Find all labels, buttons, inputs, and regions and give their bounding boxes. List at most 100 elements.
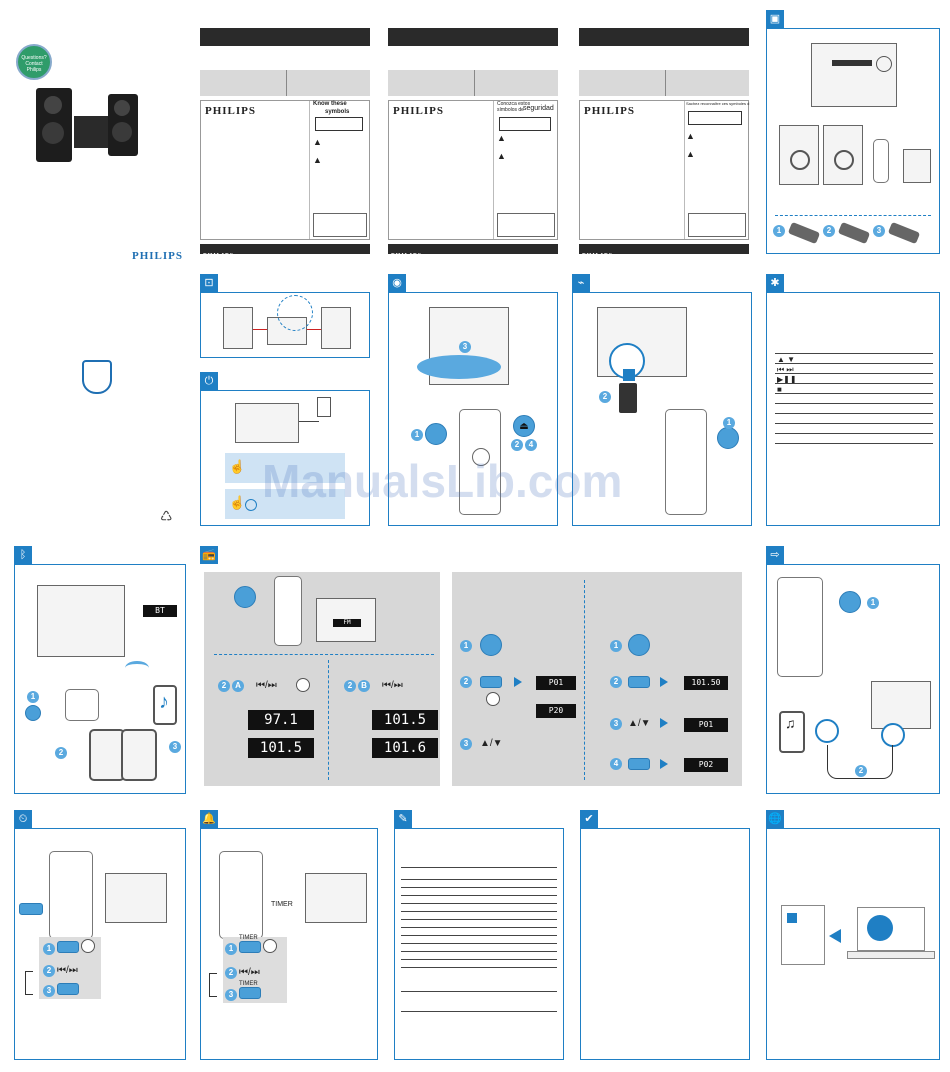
- bt-display: BT: [143, 605, 177, 617]
- warning-icon: ▲: [497, 133, 506, 143]
- control-play-pause: ▶❚❚: [777, 375, 797, 384]
- safety-brand-1: PHILIPS: [205, 105, 257, 117]
- col2-heading-c: seguridad: [523, 105, 554, 112]
- safety-brand-3: PHILIPS: [584, 105, 636, 117]
- footer-brand-2: PHILIPS: [391, 253, 423, 259]
- specs-panel: [394, 828, 564, 1060]
- support-panel: [766, 828, 940, 1060]
- safety-brand-2: PHILIPS: [393, 105, 445, 117]
- recycle-icon: ♺: [160, 508, 173, 524]
- safety-grey-1: [200, 70, 370, 96]
- control-seek: ⏮ ⏭: [777, 365, 794, 374]
- safety-footer-3: PHILIPS: [579, 244, 749, 259]
- antenna-accessory: [903, 149, 931, 183]
- freq-a1: 97.1: [248, 710, 314, 730]
- music-note-icon: ♫: [785, 715, 796, 731]
- specs-icon: ✎: [394, 810, 412, 828]
- box-contents-panel: 1 2 3: [766, 28, 940, 254]
- col1-heading-b: symbols: [325, 109, 350, 115]
- freq-10150: 101.50: [684, 676, 728, 690]
- safety-bar-1: [200, 28, 370, 46]
- tuner-display: FM: [333, 619, 361, 627]
- globe-icon: 🌐: [766, 810, 784, 828]
- warning-icon: ▲: [686, 131, 695, 141]
- warning-icon: ▲: [313, 155, 322, 165]
- open-button[interactable]: [425, 423, 447, 445]
- safety-box-2: PHILIPS Conozca estos símbolos de seguri…: [388, 100, 558, 240]
- safety-grey-3: [579, 70, 749, 96]
- cover-bubble: Questions? Contact Philips: [16, 44, 52, 80]
- audio-in-icon: ⇨: [766, 546, 784, 564]
- controls-icon: ✱: [766, 274, 784, 292]
- hold-icon: ☝: [229, 495, 246, 510]
- power-button-icon: ☝: [229, 459, 246, 474]
- philips-shield-icon: [82, 360, 112, 394]
- step-1: 1: [773, 225, 785, 237]
- bubble-line-2: Contact: [25, 61, 43, 67]
- disc-icon: ◉: [388, 274, 406, 292]
- bluetooth-icon: ᛒ: [14, 546, 32, 564]
- step-2a-num: 2: [218, 680, 230, 692]
- speaker-left: [779, 125, 819, 185]
- safety-bar-3: [579, 28, 749, 46]
- power-panel: ☝ ☝: [200, 390, 370, 526]
- step-2b-num: 2: [344, 680, 356, 692]
- step-b: B: [358, 680, 370, 692]
- timer-seek-label: ⏮/⏭: [239, 967, 260, 978]
- usb-icon: ⌁: [572, 274, 590, 292]
- updown-label-2: ▲/▼: [628, 718, 651, 729]
- remote-control: [665, 409, 707, 515]
- control-stop: ■: [777, 385, 782, 394]
- seek-label-a: ⏮/⏭: [256, 680, 277, 691]
- remote-control: [459, 409, 501, 515]
- clock-panel: 1 2 ⏮/⏭ 3: [14, 828, 186, 1060]
- safety-bar-2: [388, 28, 558, 46]
- prog-p01b: P01: [684, 718, 728, 732]
- footer-brand-3: PHILIPS: [582, 253, 614, 259]
- freq-b1: 101.5: [372, 710, 438, 730]
- connect-speakers-panel: [200, 292, 370, 358]
- prog-p02: P02: [684, 758, 728, 772]
- remote-control: [873, 139, 889, 183]
- audio-in-panel: 1 ♫ 2: [766, 564, 940, 794]
- box-contents-icon: ▣: [766, 10, 784, 28]
- bubble-line-1: Questions?: [21, 55, 47, 61]
- main-unit: [811, 43, 897, 107]
- check-icon: ✔: [580, 810, 598, 828]
- usb-select-button[interactable]: [717, 427, 739, 449]
- cover-product-image: [36, 82, 140, 168]
- safety-box-1: PHILIPS Know these symbols ▲ ▲: [200, 100, 370, 240]
- cover-brand: PHILIPS: [132, 250, 184, 262]
- safety-footer-1: PHILIPS: [200, 244, 370, 259]
- timer-label-top: TIMER: [271, 901, 293, 908]
- watermark-text: ManualsLib.com: [262, 455, 623, 507]
- warning-icon: ▲: [497, 151, 506, 161]
- safety-footer-2: PHILIPS: [388, 244, 558, 259]
- alarm-icon: 🔔: [200, 810, 218, 828]
- radio-panel: FM 2 A ⏮/⏭ 97.1 101.5 2 B ⏮/⏭ 101.5 101.…: [200, 564, 752, 794]
- col3-heading: Sachez reconnaître ces symboles d: [686, 101, 750, 106]
- controls-panel: ▲ ▼ ⏮ ⏭ ▶❚❚ ■: [766, 292, 940, 526]
- bubble-line-3: Philips: [26, 67, 42, 73]
- freq-a2: 101.5: [248, 738, 314, 758]
- clock-button[interactable]: [19, 903, 43, 915]
- connect-icon: ⊡: [200, 274, 218, 292]
- prog-p01: P01: [536, 676, 576, 690]
- step-a: A: [232, 680, 244, 692]
- bt-pair-button[interactable]: [25, 705, 41, 721]
- col2-heading-b: símbolos de: [497, 107, 524, 113]
- freq-b2: 101.6: [372, 738, 438, 758]
- col1-heading-a: Know these: [313, 101, 347, 107]
- safety-box-3: PHILIPS Sachez reconnaître ces symboles …: [579, 100, 749, 240]
- seek-label-b: ⏮/⏭: [382, 680, 403, 691]
- eject-button[interactable]: ⏏: [513, 415, 535, 437]
- warning-icon: ▲: [686, 149, 695, 159]
- step-3: 3: [873, 225, 885, 237]
- timer-label-3: TIMER: [239, 981, 258, 987]
- bluetooth-panel: BT 1 2 ♪ 3: [14, 564, 186, 794]
- safety-grey-2: [388, 70, 558, 96]
- timer-label-1: TIMER: [239, 935, 258, 941]
- disc-panel: 3 1 ⏏ 2 4: [388, 292, 558, 526]
- music-note-icon: ♪: [159, 691, 169, 713]
- audio-in-button[interactable]: [839, 591, 861, 613]
